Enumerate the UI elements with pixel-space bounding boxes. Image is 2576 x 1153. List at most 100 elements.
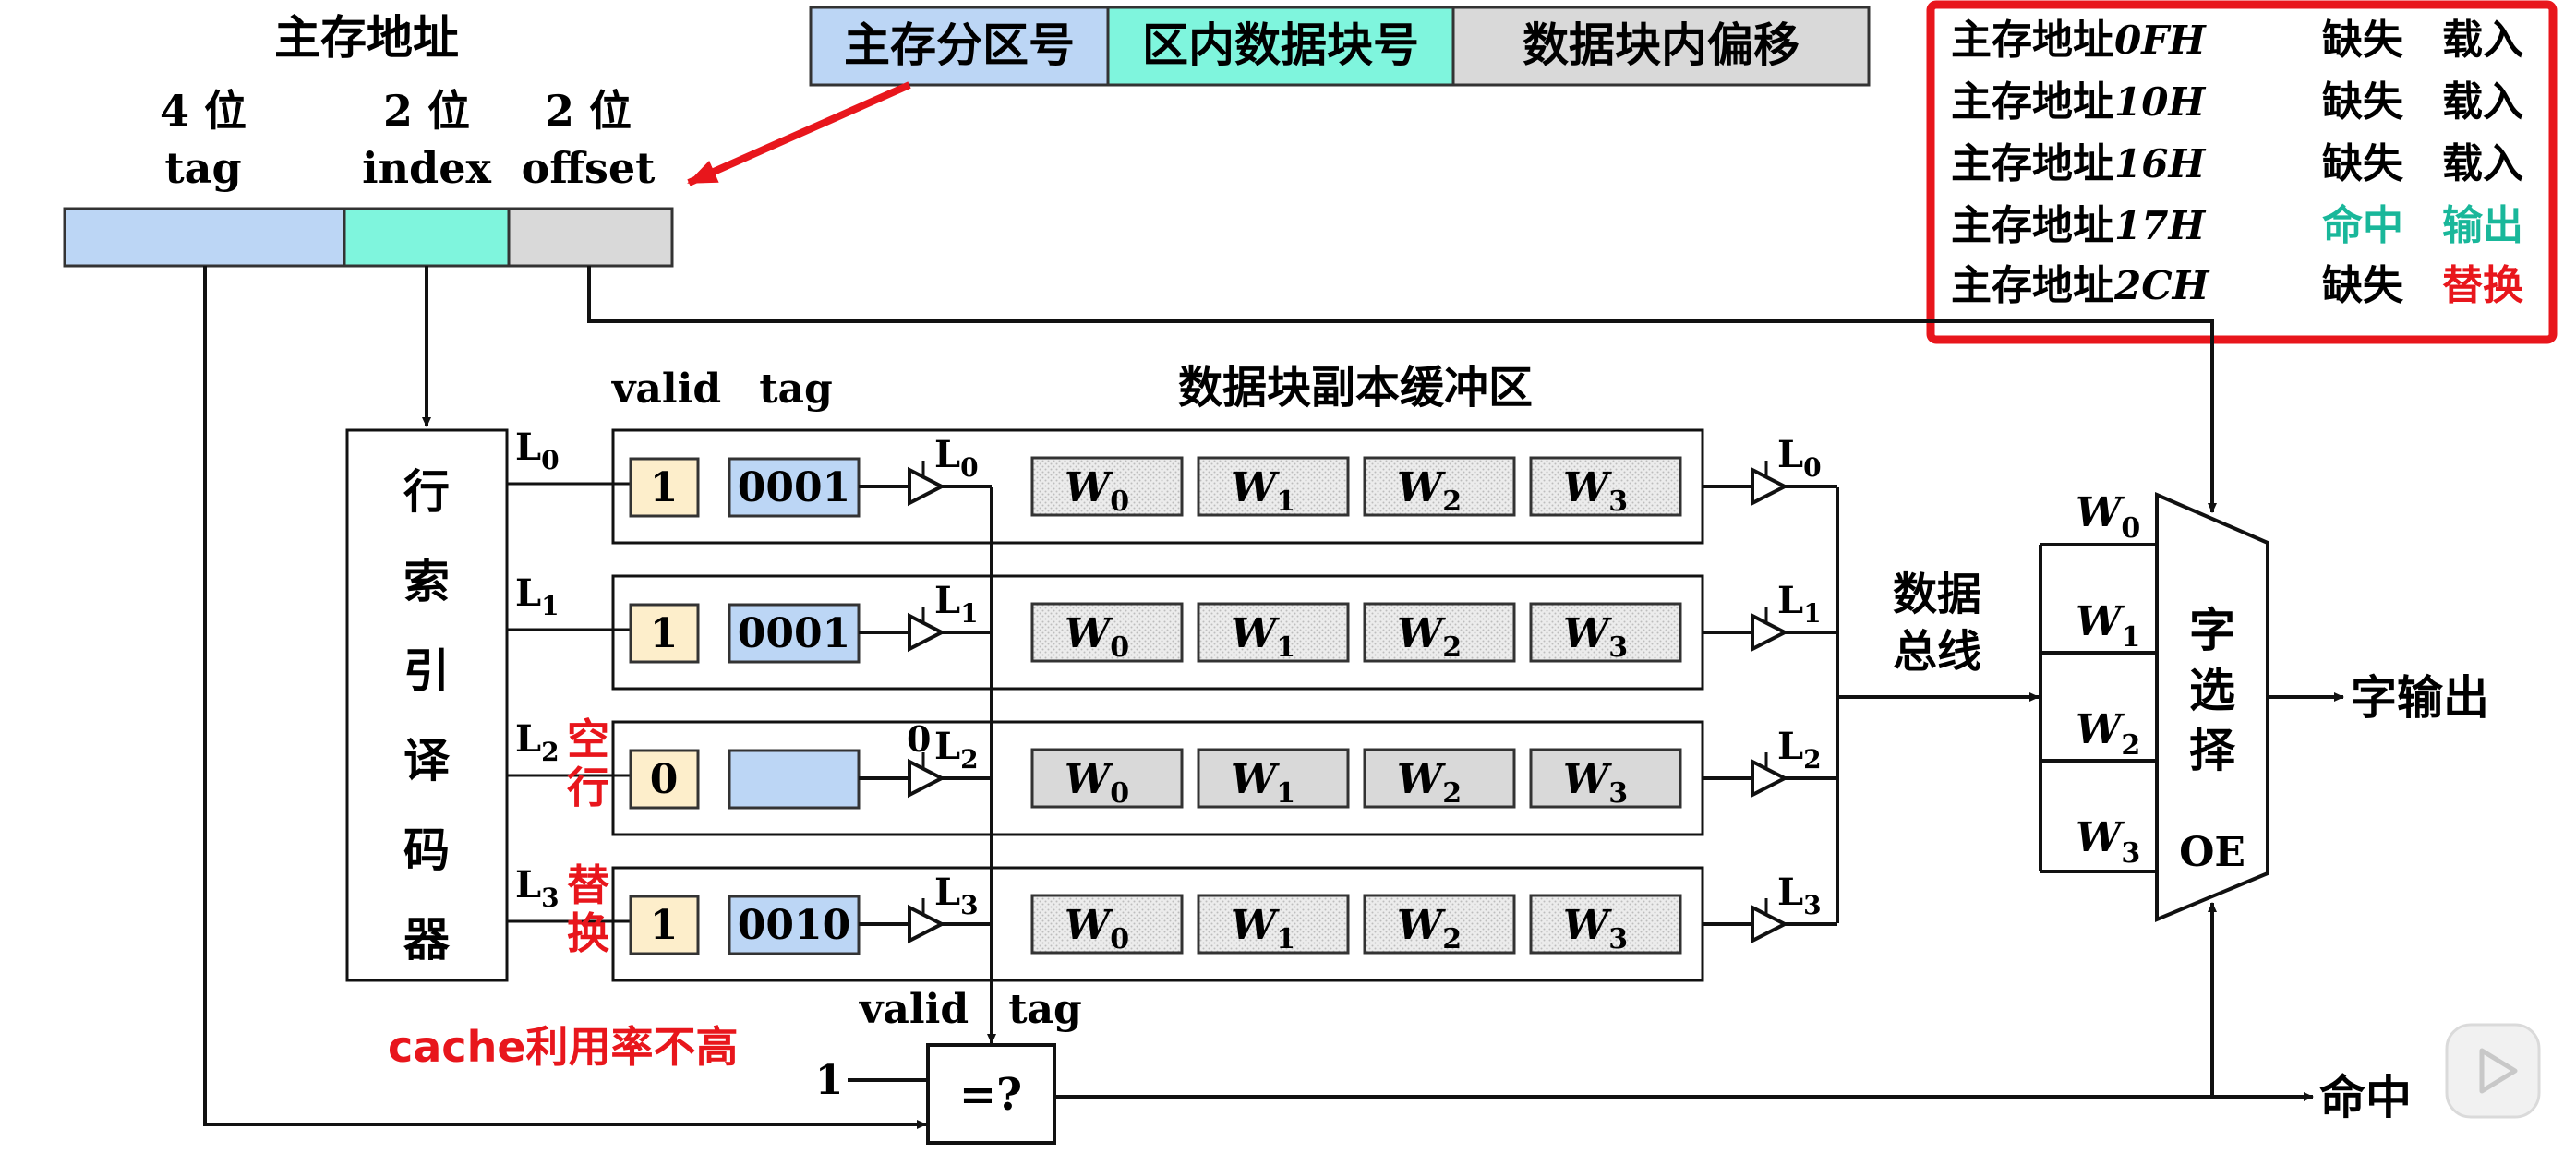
decoder-char-4: 码 xyxy=(403,823,450,877)
word-cell xyxy=(1197,602,1350,663)
address-title: 主存地址 xyxy=(274,11,459,65)
partition-cell-offset xyxy=(1451,6,1871,87)
decoder-line-label: L0 xyxy=(515,426,560,475)
log-row-1-addr: 10H xyxy=(2114,79,2206,125)
word-cell xyxy=(1363,894,1516,955)
log-row-2-prefix: 主存地址 xyxy=(1951,140,2113,187)
row-index-decoder xyxy=(345,428,509,982)
word-label: W0 xyxy=(1065,756,1129,810)
output-tristate-gate xyxy=(1751,758,1789,799)
word-select-mux xyxy=(2155,491,2269,922)
access-log-rows: 主存地址 0FH 缺失 载入 主存地址 10H 缺失 载入 主存地址 16H 缺… xyxy=(1951,17,2523,309)
buffer-title: 数据块副本缓冲区 xyxy=(1178,362,1533,414)
tag-field-name: tag xyxy=(164,143,241,193)
log-row-3-result: 命中 xyxy=(2322,202,2403,249)
tag-value: 0001 xyxy=(738,464,850,511)
log-row-4-result: 缺失 xyxy=(2322,262,2404,309)
word-cell xyxy=(1529,456,1682,517)
log-row-3-prefix: 主存地址 xyxy=(1951,202,2113,249)
tag-bits-label: 4 位 xyxy=(160,86,247,136)
hit-label: 命中 xyxy=(2319,1071,2412,1124)
word-label: W3 xyxy=(1563,902,1628,955)
offset-field-box xyxy=(507,207,674,268)
utilization-note: cache利用率不高 xyxy=(388,1022,739,1072)
valid-bit-box xyxy=(629,457,700,518)
line-note-char: 行 xyxy=(567,763,609,812)
word-cell xyxy=(1030,602,1184,663)
word-cell xyxy=(1363,748,1516,809)
tag-box xyxy=(728,749,861,810)
decoder-line-label: L3 xyxy=(515,863,560,913)
output-gate-label: L0 xyxy=(1777,433,1822,483)
valid-bit-value: 1 xyxy=(650,464,679,511)
log-row-3-action: 输出 xyxy=(2442,202,2523,249)
data-bus-label-1: 总线 xyxy=(1893,626,1981,678)
word-label: W2 xyxy=(1397,464,1462,518)
valid-header: valid xyxy=(611,366,721,413)
valid-bit-box xyxy=(629,749,700,810)
comparator-symbol: =? xyxy=(959,1069,1022,1121)
tag-box xyxy=(728,603,861,664)
partition-zone-label: 主存分区号 xyxy=(844,18,1075,72)
mux-oe-label: OE xyxy=(2179,829,2245,876)
gate-label: L1 xyxy=(934,579,979,629)
word-label: W2 xyxy=(1397,902,1462,955)
mux-input-w1: W1 xyxy=(2076,598,2140,654)
mux-char-2: 择 xyxy=(2189,724,2236,777)
output-tristate-gate xyxy=(1751,904,1789,944)
offset-bits-label: 2 位 xyxy=(545,86,632,136)
log-row-0-prefix: 主存地址 xyxy=(1951,17,2113,64)
log-row-2-addr: 16H xyxy=(2114,141,2206,186)
comparator-one-label: 1 xyxy=(815,1057,844,1104)
log-row-1-result: 缺失 xyxy=(2322,78,2404,126)
decoder-char-1: 索 xyxy=(403,555,450,608)
partition-cell-block xyxy=(1106,6,1455,87)
index-field-name: index xyxy=(362,143,491,193)
tristate-gate xyxy=(908,758,946,799)
tristate-gate xyxy=(908,904,946,944)
data-bus-label-0: 数据 xyxy=(1893,569,1981,620)
offset-field-name: offset xyxy=(522,143,656,193)
output-tristate-gate xyxy=(1751,466,1789,507)
log-row-4-prefix: 主存地址 xyxy=(1951,262,2113,309)
output-gate-label: L2 xyxy=(1777,725,1822,775)
tag-field-box xyxy=(63,207,346,268)
word-cell xyxy=(1529,602,1682,663)
access-log-box xyxy=(1926,0,2558,344)
word-label: W1 xyxy=(1231,902,1295,955)
decoder-char-5: 器 xyxy=(403,913,451,967)
decoder-line-label: L1 xyxy=(515,571,560,621)
word-select-inputs xyxy=(2039,543,2157,873)
tag-value: 0001 xyxy=(738,610,850,657)
word-label: W3 xyxy=(1563,610,1628,664)
word-label: W0 xyxy=(1065,902,1129,955)
log-row-1-action: 载入 xyxy=(2442,78,2523,126)
tag-wire xyxy=(203,266,927,1129)
word-cell xyxy=(1529,748,1682,809)
word-cell xyxy=(1363,456,1516,517)
comparator-valid-label: valid xyxy=(859,986,969,1033)
line-note-char: 换 xyxy=(567,908,609,958)
valid-bit-box xyxy=(629,895,700,955)
word-label: W3 xyxy=(1563,464,1628,518)
line-note-char: 空 xyxy=(567,715,609,764)
word-label: W0 xyxy=(1065,610,1129,664)
word-output-label: 字输出 xyxy=(2351,671,2489,725)
output-gate-label: L3 xyxy=(1777,871,1822,920)
play-icon[interactable] xyxy=(2445,1023,2541,1119)
word-label: W0 xyxy=(1065,464,1129,518)
valid-bit-value: 1 xyxy=(650,902,679,949)
red-mapping-arrow xyxy=(687,81,911,186)
decoder-char-0: 行 xyxy=(403,465,450,519)
decoder-line-label: L2 xyxy=(515,717,560,767)
valid-bit-value: 0 xyxy=(650,756,679,803)
word-label: W3 xyxy=(1563,756,1628,810)
gate-zero-label: 0 xyxy=(907,718,931,760)
mux-char-0: 字 xyxy=(2189,604,2235,657)
word-label: W2 xyxy=(1397,610,1462,664)
index-field-box xyxy=(343,207,511,268)
partition-block-label: 区内数据块号 xyxy=(1142,18,1419,72)
word-label: W1 xyxy=(1231,756,1295,810)
